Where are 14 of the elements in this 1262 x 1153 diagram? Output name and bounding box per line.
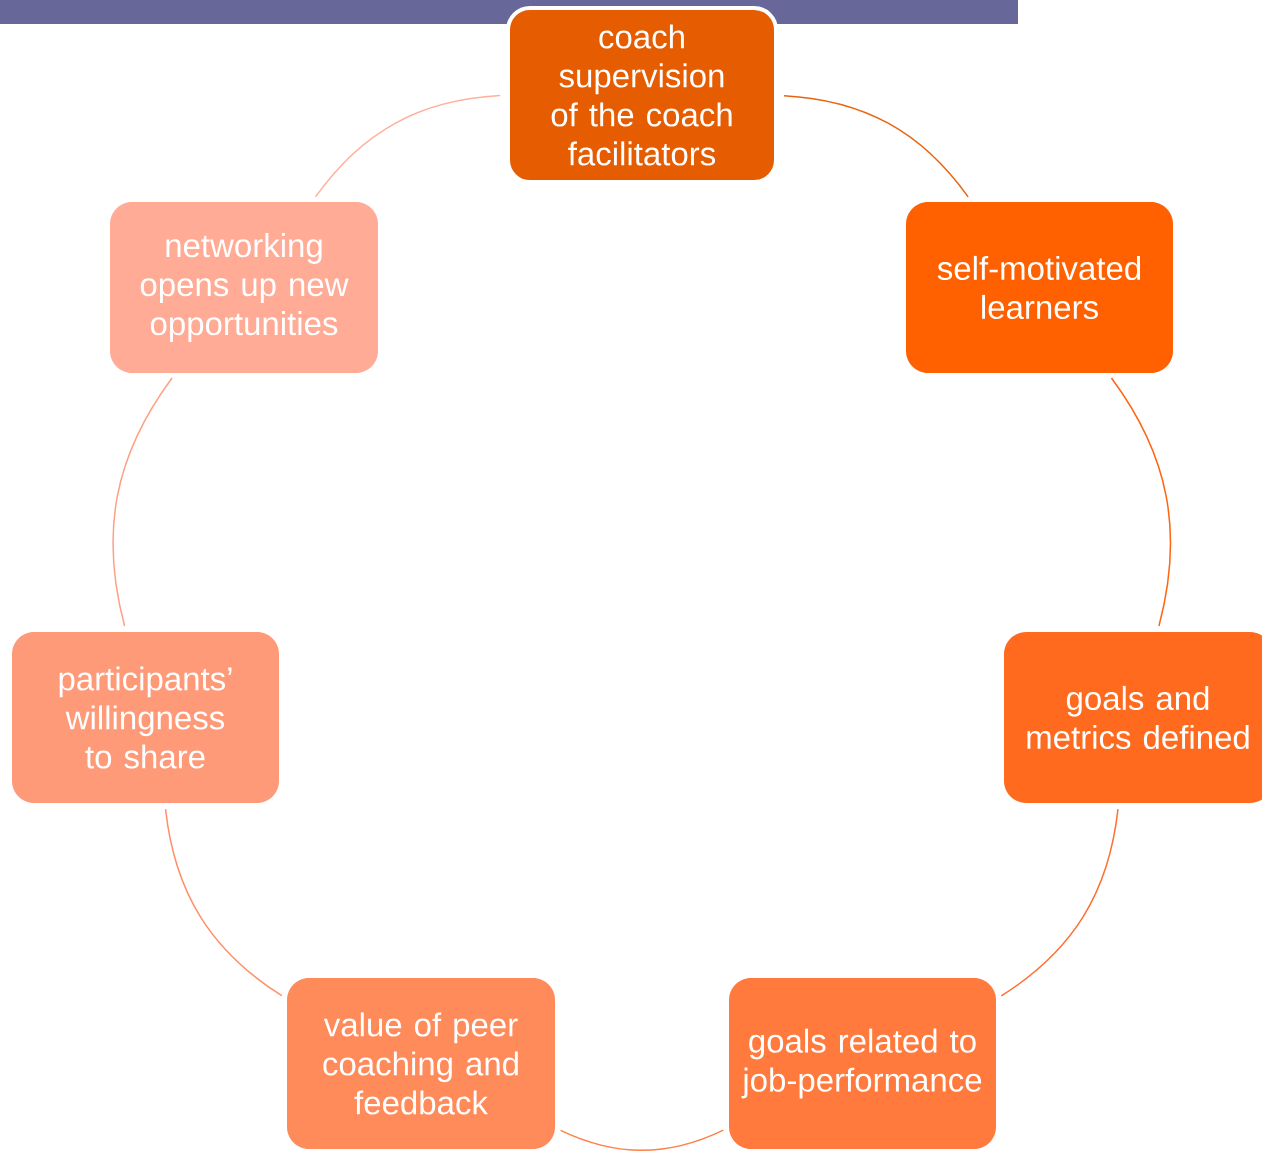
process-box: self-motivated learners [906,202,1173,373]
process-box: goals and metrics defined [1004,632,1262,803]
connector-arc [1110,377,1172,627]
connector-arc [559,1129,725,1152]
connector-arc [112,377,173,627]
connector-arc [1000,808,1119,997]
connector-arc [783,94,969,198]
process-box: participants’ willingness to share [12,632,279,803]
process-box: networking opens up new opportunities [110,202,378,373]
process-box: value of peer coaching and feedback [287,978,555,1149]
connector-arc [164,808,283,997]
connector-arc [314,94,501,198]
process-box: coach supervision of the coach facilitators [506,6,778,184]
process-box: goals related to job-performance [729,978,996,1149]
